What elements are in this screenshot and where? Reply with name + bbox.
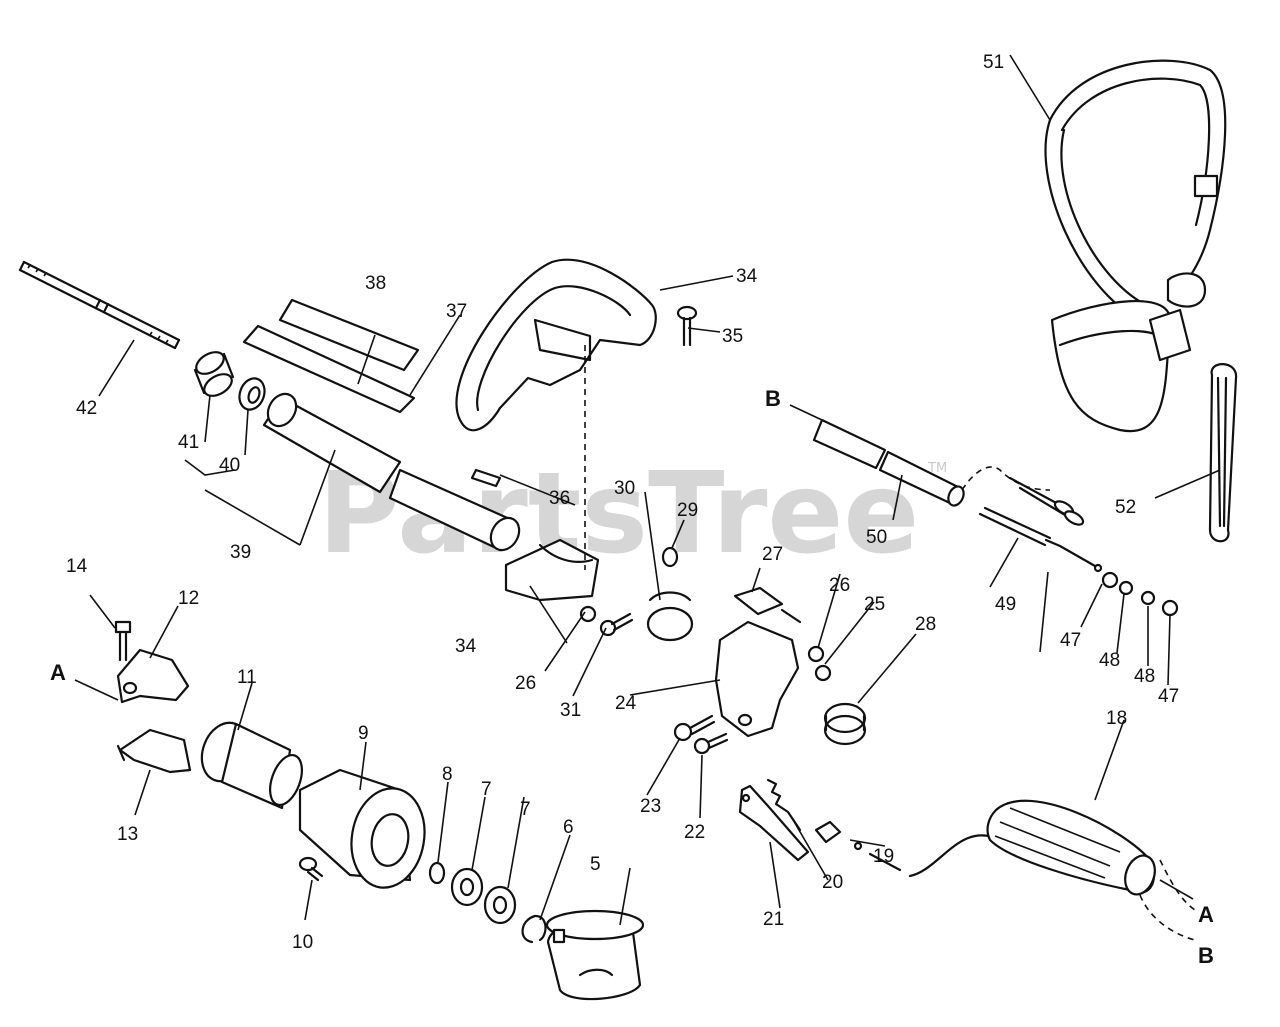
part-47-nut (1161, 599, 1179, 617)
part-14-bolt (114, 620, 132, 662)
ref-b-line (1139, 894, 1196, 941)
part-19-cable-fitting (814, 820, 1002, 878)
part-7-bearing (483, 885, 517, 925)
callout-8: 8 (442, 764, 453, 785)
callout-21: 21 (763, 909, 784, 930)
callout-6: 6 (563, 817, 574, 838)
part-11-sleeve (200, 721, 303, 810)
part-24-throttle-housing (714, 620, 800, 738)
part-20-spring (766, 778, 802, 832)
callout-29: 29 (677, 500, 698, 521)
part-49-cable (978, 506, 1103, 573)
callout-18: 18 (1106, 708, 1127, 729)
part-8-snap-ring (428, 861, 446, 885)
callout-5: 5 (590, 854, 601, 875)
callout-26: 26 (829, 575, 850, 596)
callout-48: 48 (1099, 650, 1120, 671)
part-35-bolt (676, 305, 698, 347)
callout-47: 47 (1158, 686, 1179, 707)
callout-12: 12 (178, 588, 199, 609)
callout-14: 14 (66, 556, 88, 577)
part-23-screw (673, 714, 716, 742)
part-51-harness (1044, 59, 1227, 433)
callout-19: 19 (873, 846, 894, 867)
watermark: PartsTree (318, 449, 919, 579)
part-42-drive-shaft (18, 260, 181, 350)
part-47-nut (1101, 571, 1119, 589)
part-40-washer (238, 377, 266, 411)
ref-b-top: B (765, 386, 781, 411)
part-26-nut (579, 605, 597, 623)
callout-41: 41 (178, 432, 199, 453)
watermark-trademark: TM (927, 461, 947, 476)
part-41-bushing (193, 351, 235, 397)
part-26-nut (807, 645, 825, 663)
part-28-ring (823, 702, 867, 746)
callout-27: 27 (762, 544, 783, 565)
part-50-tube (812, 418, 965, 507)
callout-38: 38 (365, 273, 386, 294)
ref-a-left: A (50, 660, 66, 685)
callout-52: 52 (1115, 497, 1136, 518)
part-27-switch (733, 586, 802, 624)
part-21-trigger (738, 784, 810, 862)
part-48-washer (1118, 580, 1134, 596)
ref-b-right: B (1198, 943, 1214, 968)
callout-13: 13 (117, 824, 138, 845)
part-34-handle-clamp (504, 538, 600, 602)
callout-42: 42 (76, 398, 97, 419)
part-13-clamp (116, 728, 192, 774)
part-29-spacer (661, 546, 679, 568)
part-48-washer (1140, 590, 1156, 606)
part-25-nut (814, 664, 832, 682)
callout-49: 49 (995, 594, 1016, 615)
part-38-decal (278, 298, 420, 372)
callout-28: 28 (915, 614, 936, 635)
callout-7: 7 (481, 779, 492, 800)
ref-a-right: A (1198, 902, 1214, 927)
part-52-strap-link (1208, 363, 1238, 543)
callout-30: 30 (614, 478, 635, 499)
callout-23: 23 (640, 796, 661, 817)
callout-25: 25 (864, 594, 885, 615)
part-6-retaining-ring (521, 914, 547, 944)
part-22-screw (693, 732, 729, 755)
part-36-key (470, 468, 502, 488)
callout-37: 37 (446, 301, 467, 322)
callout-39: 39 (230, 542, 251, 563)
wire (961, 466, 1051, 491)
callout-26: 26 (515, 673, 536, 694)
callout-9: 9 (358, 723, 369, 744)
wire-connectors (1008, 476, 1085, 526)
callout-24: 24 (615, 693, 637, 714)
callout-34: 34 (736, 266, 758, 287)
callout-35: 35 (722, 326, 743, 347)
part-30-clamp (646, 591, 694, 642)
part-18-grip (986, 799, 1156, 896)
callout-31: 31 (560, 700, 581, 721)
callout-48: 48 (1134, 666, 1155, 687)
callout-7: 7 (520, 799, 531, 820)
callout-36: 36 (549, 488, 570, 509)
part-5-cup (545, 909, 645, 1001)
callout-20: 20 (822, 872, 843, 893)
part-12-clamp (116, 648, 190, 704)
callout-50: 50 (866, 527, 887, 548)
part-9-gear-head (298, 768, 426, 889)
part-7-bearing (450, 867, 484, 907)
part-10-screw (298, 856, 324, 882)
callout-10: 10 (292, 932, 313, 953)
part-31-screw (599, 612, 634, 637)
callout-47: 47 (1060, 630, 1081, 651)
callout-51: 51 (983, 52, 1004, 73)
callout-34: 34 (455, 636, 477, 657)
ref-a-line (1159, 859, 1196, 911)
part-39-shaft-tube (262, 392, 521, 552)
callout-22: 22 (684, 822, 705, 843)
callout-11: 11 (237, 667, 257, 688)
part-34-loop-handle (455, 258, 657, 432)
callout-40: 40 (219, 455, 240, 476)
